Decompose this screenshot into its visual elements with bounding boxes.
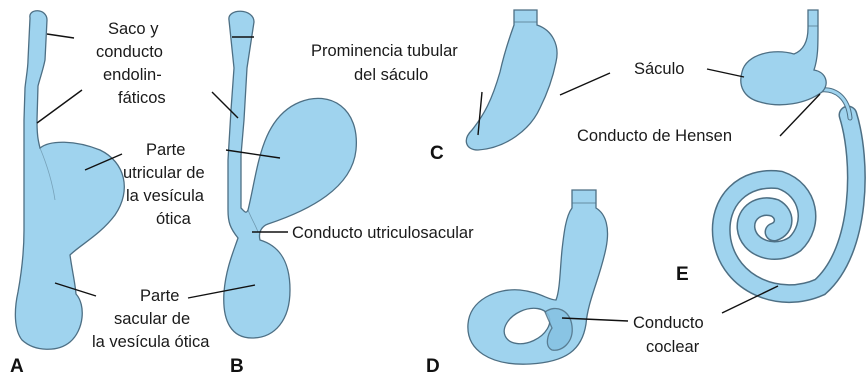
leader-saco-a-top [47, 34, 74, 38]
label-utricular-line4: ótica [156, 210, 192, 228]
panel-a-structure [15, 11, 124, 350]
label-prominencia-line2: del sáculo [354, 66, 428, 84]
panel-letter-e: E [676, 264, 689, 285]
label-utricular-line1: Parte [146, 141, 185, 159]
label-utriculosacular: Conducto utriculosacular [292, 224, 474, 242]
leader-saculo-e [707, 69, 744, 77]
label-saco-line3: endolin- [103, 66, 162, 84]
panel-c-structure [466, 10, 557, 150]
label-utricular-line2: utricular de [123, 164, 205, 182]
panel-letter-a: A [10, 356, 24, 377]
leader-saco-a-duct [37, 90, 82, 123]
label-hensen: Conducto de Hensen [577, 127, 732, 145]
label-saco-line4: fáticos [118, 89, 166, 107]
label-sacular-line1: Parte [140, 287, 179, 305]
leader-saculo-c [560, 73, 610, 95]
panel-b-structure [224, 11, 357, 338]
panel-d-structure [468, 190, 608, 364]
label-utricular-line3: la vesícula [126, 187, 205, 205]
label-saculo: Sáculo [634, 60, 684, 78]
panel-letter-b: B [230, 356, 244, 377]
label-coclear-line1: Conducto [633, 314, 704, 332]
panel-e-structure [721, 10, 856, 294]
label-saco-line1: Saco y [108, 20, 159, 38]
panel-letter-d: D [426, 356, 440, 377]
label-coclear-line2: coclear [646, 338, 700, 356]
label-sacular-line2: sacular de [114, 310, 190, 328]
label-sacular-line3: la vesícula ótica [92, 333, 210, 351]
label-prominencia-line1: Prominencia tubular [311, 42, 458, 60]
panel-letter-c: C [430, 143, 444, 164]
label-saco-line2: conducto [96, 43, 163, 61]
